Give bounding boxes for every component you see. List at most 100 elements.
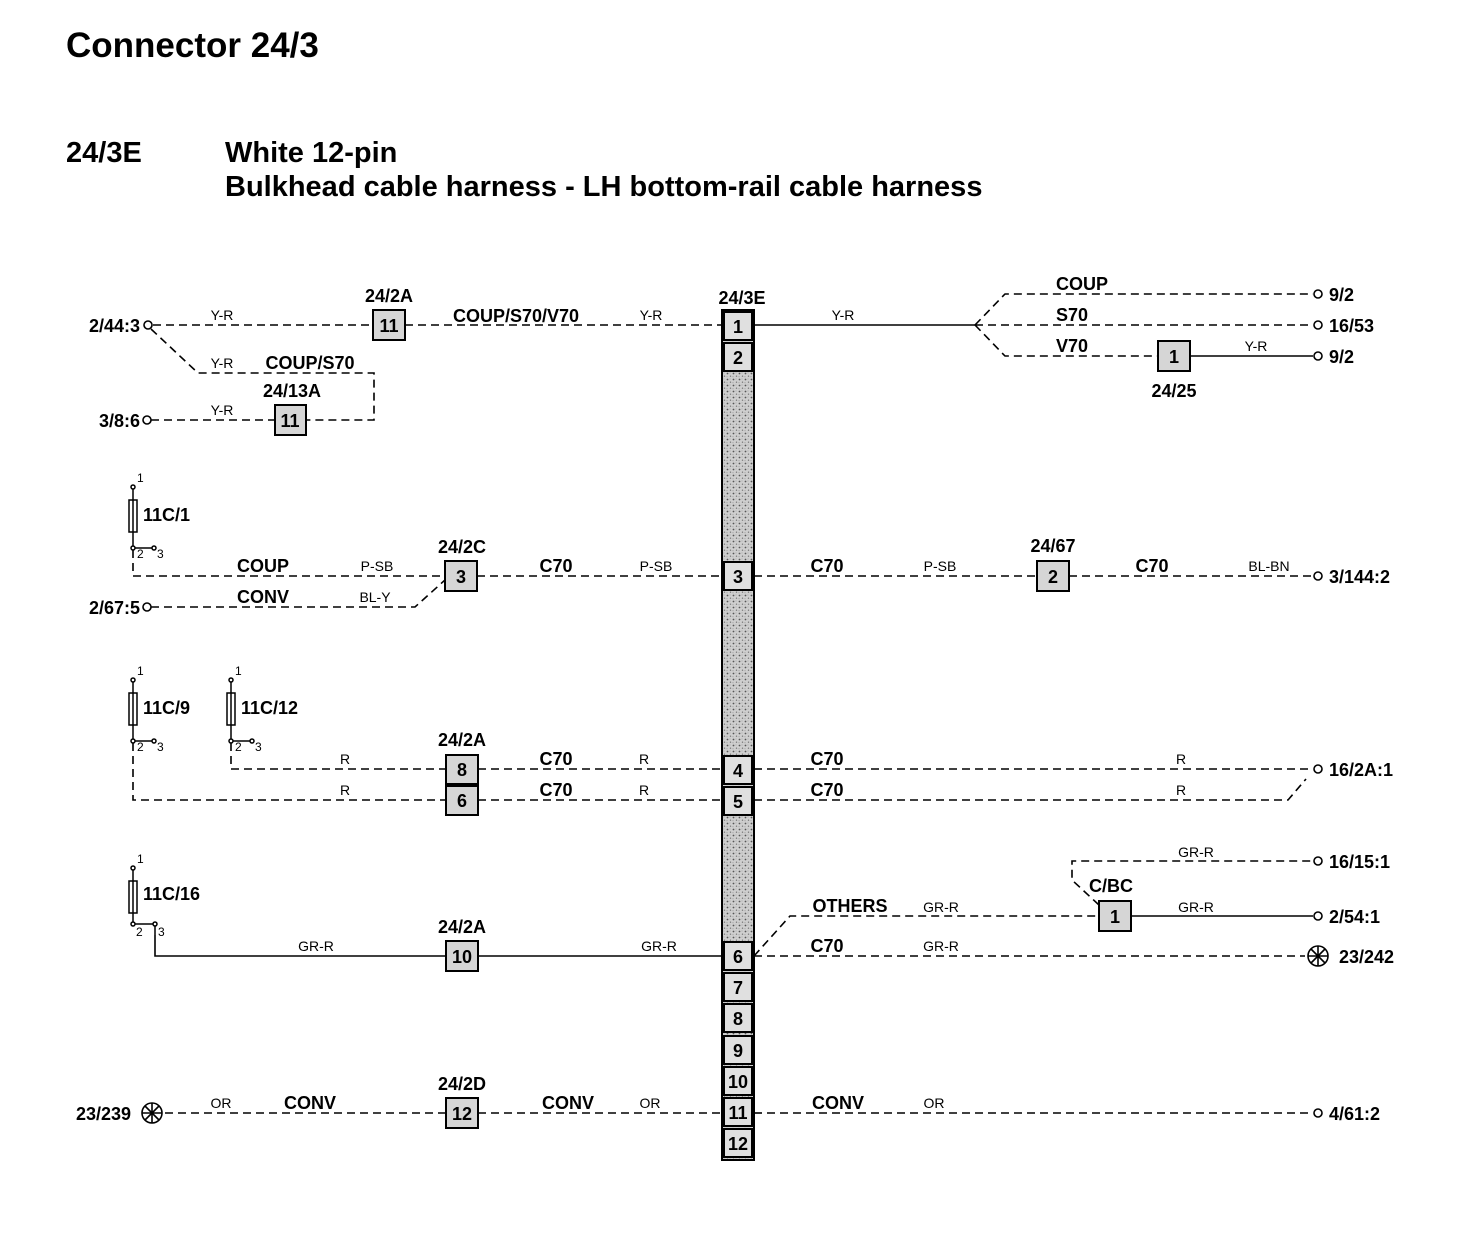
terminal-2-44-3 bbox=[143, 320, 153, 330]
terminal-9-2-top bbox=[1313, 289, 1323, 299]
wire-color-label: GR-R bbox=[298, 938, 334, 954]
main-connector-24-3e bbox=[721, 309, 755, 1161]
connector-id: 24/3E bbox=[66, 137, 142, 169]
inline-connector-boxes bbox=[274, 309, 1191, 1129]
wire-fuse-11c12-to-24-2a-8 bbox=[230, 743, 446, 770]
wire-variant-label: C70 bbox=[539, 556, 572, 576]
fuse-label: 11C/9 bbox=[143, 698, 190, 718]
inline-pin-24-67-2: 2 bbox=[1048, 567, 1058, 587]
fuse-pin-2: 2 bbox=[136, 925, 143, 939]
terminal-label-23-242: 23/242 bbox=[1339, 947, 1394, 967]
fuse-pin-top: 1 bbox=[235, 664, 242, 678]
wire-variant-label: C70 bbox=[810, 780, 843, 800]
connector-pin-7: 7 bbox=[733, 978, 743, 998]
wire-color-label: Y-R bbox=[211, 307, 234, 323]
wire-color-label: GR-R bbox=[641, 938, 677, 954]
connector-description: White 12-pin bbox=[225, 137, 398, 169]
wire-variant-label: COUP/S70 bbox=[265, 353, 354, 373]
fuse-11c-16: 1 11C/16 2 3 bbox=[128, 852, 200, 939]
connector-pin-box-12 bbox=[723, 1128, 753, 1158]
wire-2-67-5-to-24-2c bbox=[151, 579, 446, 608]
fuse-pin-top: 1 bbox=[137, 852, 144, 866]
connector-pin-box-2 bbox=[723, 342, 753, 372]
inline-connector-24-13a-pin11 bbox=[274, 404, 307, 436]
inline-label-24-2a-low: 24/2A bbox=[438, 917, 486, 937]
connector-pin-12: 12 bbox=[728, 1134, 748, 1154]
inline-connector-24-25-pin1 bbox=[1157, 340, 1191, 372]
wire-variant-label: CONV bbox=[237, 587, 289, 607]
ground-23-242-icon bbox=[1307, 945, 1329, 967]
wire-pin5-to-16-2a-1 bbox=[754, 778, 1307, 801]
connector-pin-box-9 bbox=[723, 1035, 753, 1065]
fuse-pin-2: 2 bbox=[235, 740, 242, 754]
wire-color-label: R bbox=[1176, 751, 1186, 767]
wire-branch-coup-s70 bbox=[150, 328, 375, 421]
wire-pin6-others bbox=[753, 915, 1099, 957]
terminal-symbols bbox=[142, 289, 1323, 1118]
fuse-label: 11C/16 bbox=[143, 884, 200, 904]
wire-color-label: P-SB bbox=[361, 558, 394, 574]
terminal-9-2-bottom bbox=[1313, 351, 1323, 361]
wire-color-label: R bbox=[639, 782, 649, 798]
terminal-label-23-239: 23/239 bbox=[76, 1104, 131, 1124]
inline-pin-24-2a-8: 8 bbox=[457, 760, 467, 780]
ground-23-239-icon bbox=[141, 1102, 163, 1124]
fuse-11c-12: 1 11C/12 2 3 bbox=[226, 664, 298, 754]
wire-variant-label: OTHERS bbox=[812, 896, 887, 916]
wire-variant-label: COUP bbox=[237, 556, 289, 576]
wire-color-label: OR bbox=[640, 1095, 661, 1111]
main-connector-label: 24/3E bbox=[718, 288, 765, 308]
wire-variant-label: C70 bbox=[539, 780, 572, 800]
inline-pin-c-bc-1: 1 bbox=[1110, 907, 1120, 927]
terminal-16-2a-1 bbox=[1313, 764, 1323, 774]
connector-pin-10: 10 bbox=[728, 1072, 748, 1092]
wire-color-label: R bbox=[1176, 782, 1186, 798]
wire-color-label: Y-R bbox=[1245, 338, 1268, 354]
fuse-pin-2: 2 bbox=[137, 547, 144, 561]
wire-cbc-to-16-15-1 bbox=[1071, 860, 1313, 906]
inline-label-24-25: 24/25 bbox=[1151, 381, 1196, 401]
inline-label-24-2c: 24/2C bbox=[438, 537, 486, 557]
inline-connector-24-2a-pin6 bbox=[445, 785, 479, 816]
connector-pin-box-6 bbox=[723, 941, 753, 971]
wire-color-label: P-SB bbox=[640, 558, 673, 574]
terminal-label-2-67-5: 2/67:5 bbox=[89, 598, 140, 618]
inline-connector-24-2c-pin3 bbox=[444, 560, 478, 592]
wire-color-label: GR-R bbox=[1178, 844, 1214, 860]
wire-variant-label: CONV bbox=[812, 1093, 864, 1113]
wire-variant-label: C70 bbox=[810, 936, 843, 956]
wire-variant-label: S70 bbox=[1056, 305, 1088, 325]
inline-pin-24-2a-10: 10 bbox=[452, 947, 472, 967]
fuse-pin-3: 3 bbox=[157, 547, 164, 561]
fuse-pin-2: 2 bbox=[137, 740, 144, 754]
inline-pin-24-2d-12: 12 bbox=[452, 1104, 472, 1124]
wire-color-label: R bbox=[340, 751, 350, 767]
wire-color-label: P-SB bbox=[924, 558, 957, 574]
inline-label-24-67: 24/67 bbox=[1030, 536, 1075, 556]
connector-pin-11: 11 bbox=[728, 1103, 747, 1123]
connector-pin-box-8 bbox=[723, 1003, 753, 1033]
wire-variant-label: C70 bbox=[539, 749, 572, 769]
fuse-pin-top: 1 bbox=[137, 664, 144, 678]
fuse-11c-9: 1 11C/9 2 3 bbox=[128, 664, 190, 754]
connector-pin-2: 2 bbox=[733, 348, 743, 368]
wire-pin1-coup bbox=[974, 293, 1313, 326]
wire-color-label: OR bbox=[211, 1095, 232, 1111]
inline-label-c-bc: C/BC bbox=[1089, 876, 1133, 896]
harness-description: Bulkhead cable harness - LH bottom-rail … bbox=[225, 171, 983, 203]
connector-pin-box-3 bbox=[723, 561, 753, 591]
connector-pin-6: 6 bbox=[733, 947, 743, 967]
terminal-label-16-53: 16/53 bbox=[1329, 316, 1374, 336]
wire-color-label: GR-R bbox=[1178, 899, 1214, 915]
connector-pin-box-11 bbox=[723, 1097, 753, 1127]
inline-pin-24-2a-6: 6 bbox=[457, 791, 467, 811]
connector-pin-9: 9 bbox=[733, 1041, 743, 1061]
inline-label-24-2a-top: 24/2A bbox=[365, 286, 413, 306]
terminal-label-9-2-bottom: 9/2 bbox=[1329, 347, 1354, 367]
connector-pin-box-10 bbox=[723, 1066, 753, 1096]
inline-label-24-2d: 24/2D bbox=[438, 1074, 486, 1094]
connector-pin-box-4 bbox=[723, 755, 753, 785]
fuse-label: 11C/12 bbox=[241, 698, 298, 718]
connector-pin-5: 5 bbox=[733, 792, 743, 812]
